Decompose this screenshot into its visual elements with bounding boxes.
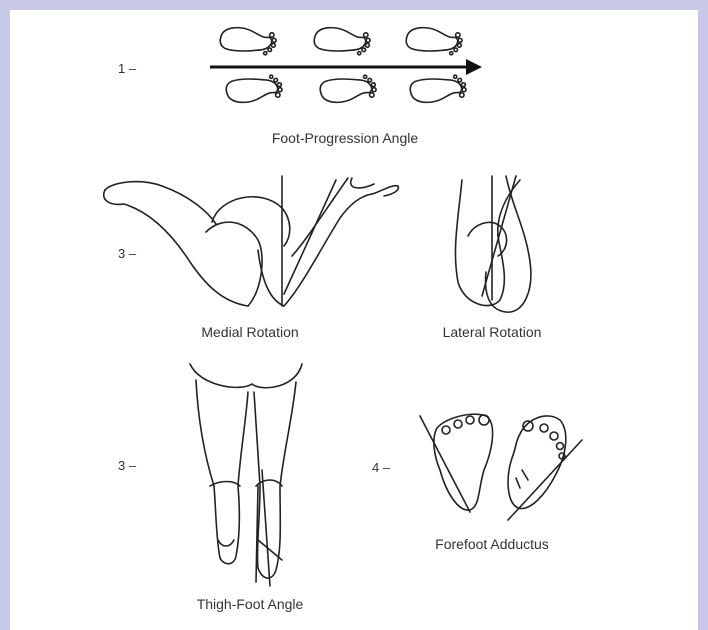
lateral-rotation-caption: Lateral Rotation [443,324,542,340]
thigh-foot-figure [190,364,302,586]
panel-4-caption: Forefoot Adductus [435,536,549,552]
panel-3-number: 3 – [118,458,137,473]
panel-1-number: 1 – [118,61,137,76]
panel-3-caption: Thigh-Foot Angle [197,596,304,612]
panel-2-number: 3 – [118,246,137,261]
panel-4-number: 4 – [372,460,391,475]
forefoot-adductus-figure [420,414,582,520]
panel-1-caption: Foot-Progression Angle [272,130,419,146]
medial-rotation-figure [104,176,399,306]
panel-1-footprints [219,25,467,104]
progression-arrow [210,59,482,75]
lateral-rotation-figure [455,176,530,312]
medial-rotation-caption: Medial Rotation [201,324,298,340]
